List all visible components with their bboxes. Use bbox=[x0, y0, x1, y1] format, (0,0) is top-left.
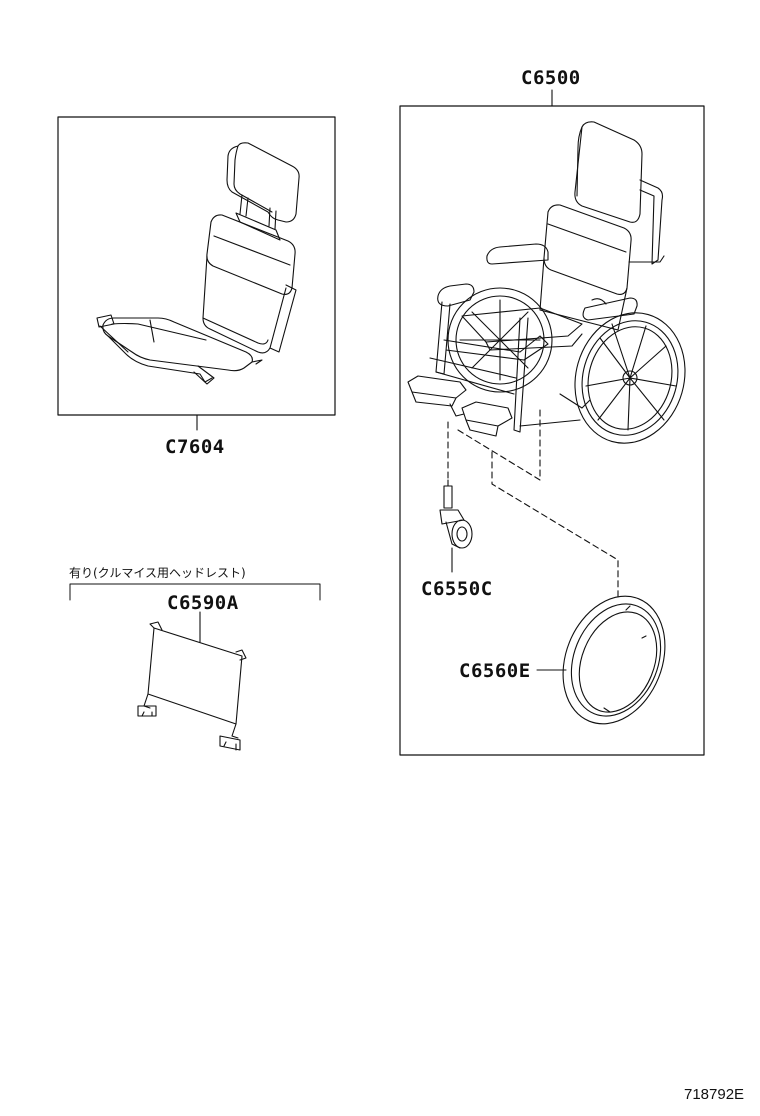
part-label-wheel: C6560E bbox=[459, 660, 531, 682]
wheel-drawing bbox=[536, 595, 666, 725]
headrest-drawing bbox=[69, 583, 321, 751]
part-label-headrest: C6590A bbox=[167, 592, 239, 614]
part-label-wheelchair: C6500 bbox=[521, 67, 581, 89]
caster-drawing bbox=[439, 479, 473, 573]
drawing-number: 718792E bbox=[684, 1086, 745, 1103]
part-label-seat: C7604 bbox=[165, 436, 225, 458]
assembly-dashed-lines bbox=[447, 407, 619, 601]
condition-note: 有り(クルマイス用ヘッドレスト) bbox=[69, 566, 246, 580]
part-label-caster: C6550C bbox=[421, 578, 493, 600]
seat-drawing bbox=[96, 142, 300, 385]
wheelchair-drawing bbox=[407, 121, 686, 444]
